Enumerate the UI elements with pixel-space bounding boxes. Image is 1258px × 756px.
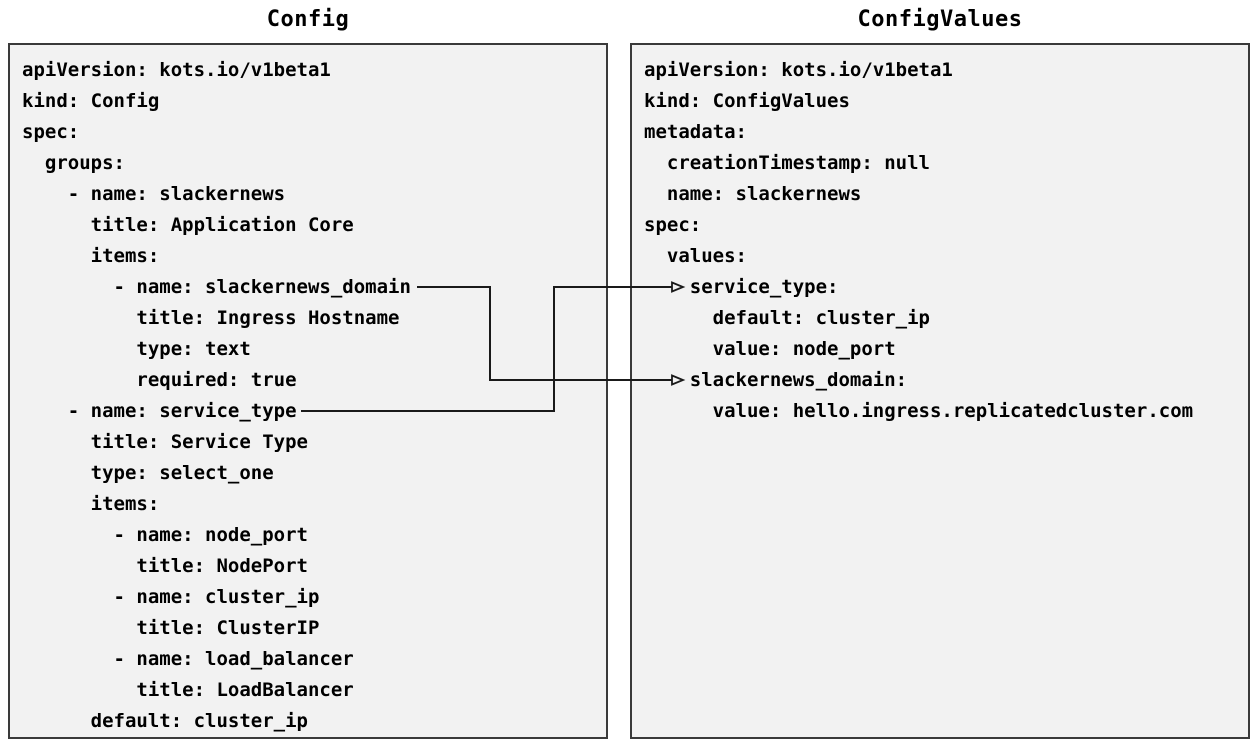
- configvalues-panel-title: ConfigValues: [857, 7, 1023, 32]
- configvalues-panel: apiVersion: kots.io/v1beta1 kind: Config…: [630, 43, 1250, 739]
- configvalues-yaml-code: apiVersion: kots.io/v1beta1 kind: Config…: [644, 59, 1194, 422]
- config-panel: apiVersion: kots.io/v1beta1 kind: Config…: [8, 43, 608, 739]
- config-panel-title: Config: [266, 7, 350, 32]
- config-yaml-code: apiVersion: kots.io/v1beta1 kind: Config…: [22, 59, 411, 732]
